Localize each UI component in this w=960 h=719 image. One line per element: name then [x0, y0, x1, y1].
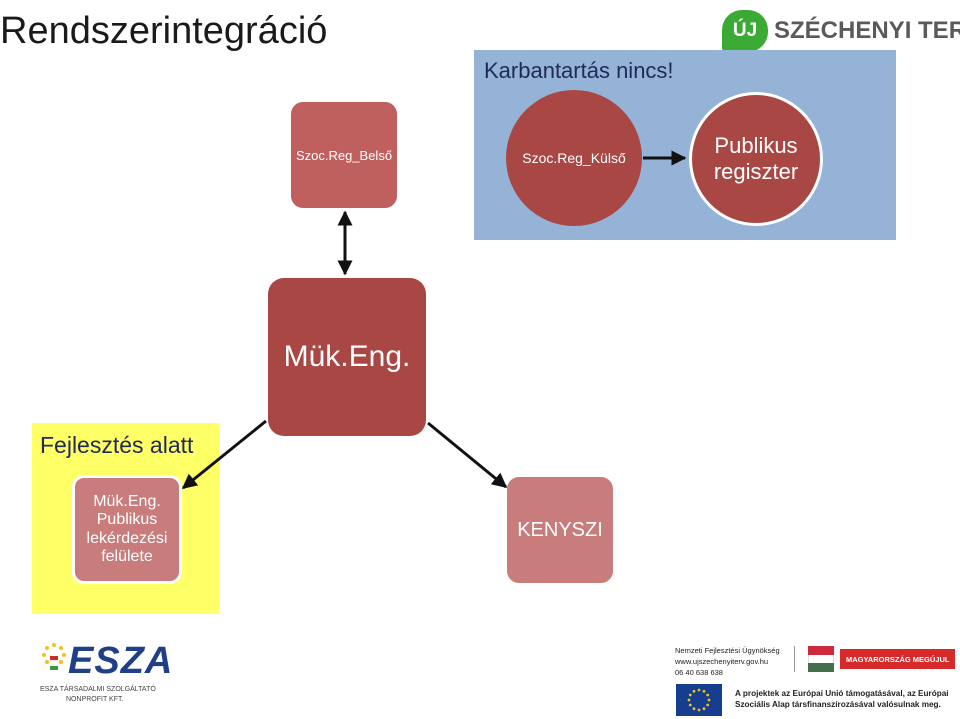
node-szoc-reg-belso: Szoc.Reg_Belső: [291, 102, 397, 208]
edge-mukeng-kenyszi: [427, 421, 508, 489]
label-line: lekérdezési: [86, 529, 168, 547]
esza-subtitle: ESZA TÁRSADALMI SZOLGÁLTATÓ: [40, 686, 156, 693]
esza-subtitle-2: NONPROFIT KFT.: [66, 696, 124, 703]
szechenyi-terv-logo: ÚJ SZÉCHENYI TERV: [722, 8, 960, 54]
eu-stars-icon: [42, 643, 66, 670]
esza-logo: ESZA ESZA TÁRSADALMI SZOLGÁLTATÓ NONPROF…: [40, 640, 172, 708]
edge-mukeng-publek: [181, 419, 267, 490]
label-line: Publikus: [96, 511, 158, 529]
node-publikus-regiszter: Publikus regiszter: [689, 92, 823, 226]
node-szoc-reg-belso-label: Szoc.Reg_Belső: [295, 147, 393, 163]
node-muk-eng-publikus-label: Mük.Eng. Publikus lekérdezési felülete: [87, 493, 168, 567]
nfu-url: www.ujszechenyiterv.gov.hu: [675, 657, 769, 666]
eu-flag-icon: [676, 684, 722, 716]
nfu-contact: Nemzeti Fejlesztési Ügynökség www.ujszec…: [675, 645, 795, 678]
node-kenyszi: KENYSZI: [507, 477, 613, 583]
uj-badge: ÚJ: [722, 10, 768, 52]
node-muk-eng: Mük.Eng.: [268, 278, 426, 436]
nfu-phone: 06 40 638 638: [675, 668, 723, 677]
eu-funding-note: A projektek az Európai Unió támogatásáva…: [735, 689, 949, 709]
magyarorszag-megujul-logo: MAGYARORSZÁG MEGÚJUL: [808, 646, 956, 673]
development-label: Fejlesztés alatt: [40, 432, 194, 458]
page-title: Rendszerintegráció: [0, 10, 328, 52]
label-line: Mük.Eng.: [93, 492, 161, 510]
node-szoc-reg-kulso-label: Szoc.Reg_Külső: [522, 150, 626, 166]
nfu-name: Nemzeti Fejlesztési Ügynökség: [675, 646, 780, 655]
esza-wordmark: ESZA: [68, 640, 174, 682]
maintenance-label: Karbantartás nincs!: [484, 58, 674, 83]
magyarorszag-megujul-text: MAGYARORSZÁG MEGÚJUL: [840, 649, 956, 669]
footer-divider: [794, 646, 795, 672]
szechenyi-terv-wordmark: SZÉCHENYI TERV: [774, 17, 960, 44]
node-muk-eng-publikus: Mük.Eng. Publikus lekérdezési felülete: [72, 475, 182, 584]
hungarian-flag-icon: [808, 646, 834, 673]
label-line: Publikus: [714, 132, 798, 158]
label-line: felülete: [101, 547, 153, 565]
node-kenyszi-label: KENYSZI: [517, 518, 603, 541]
label-line: regiszter: [713, 159, 799, 184]
node-publikus-regiszter-label: Publikus regiszter: [714, 133, 798, 186]
node-szoc-reg-kulso: Szoc.Reg_Külső: [506, 90, 642, 226]
node-muk-eng-label: Mük.Eng.: [283, 340, 411, 373]
